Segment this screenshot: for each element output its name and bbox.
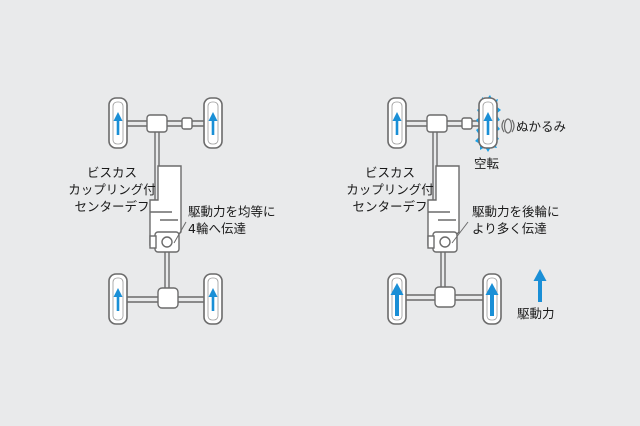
left-distribution-label: 駆動力を均等に 4輪へ伝達	[188, 204, 276, 236]
legend-label: 駆動力	[517, 306, 555, 321]
right-drivetrain	[398, 114, 492, 308]
right-distribution-label: 駆動力を後輪に より多く伝達	[472, 204, 560, 236]
left-coupling-label: ビスカス カップリング付 センターデフ	[68, 165, 156, 214]
spin-label: 空転	[474, 156, 500, 171]
legend-arrow-icon	[531, 267, 549, 304]
left-leader-line	[173, 221, 187, 244]
right-leader-line	[451, 221, 469, 244]
left-drivetrain	[127, 114, 207, 309]
right-coupling-label: ビスカス カップリング付 センターデフ	[346, 165, 434, 214]
spin-swirl-icon	[501, 118, 515, 134]
mud-label: ぬかるみ	[516, 119, 567, 134]
